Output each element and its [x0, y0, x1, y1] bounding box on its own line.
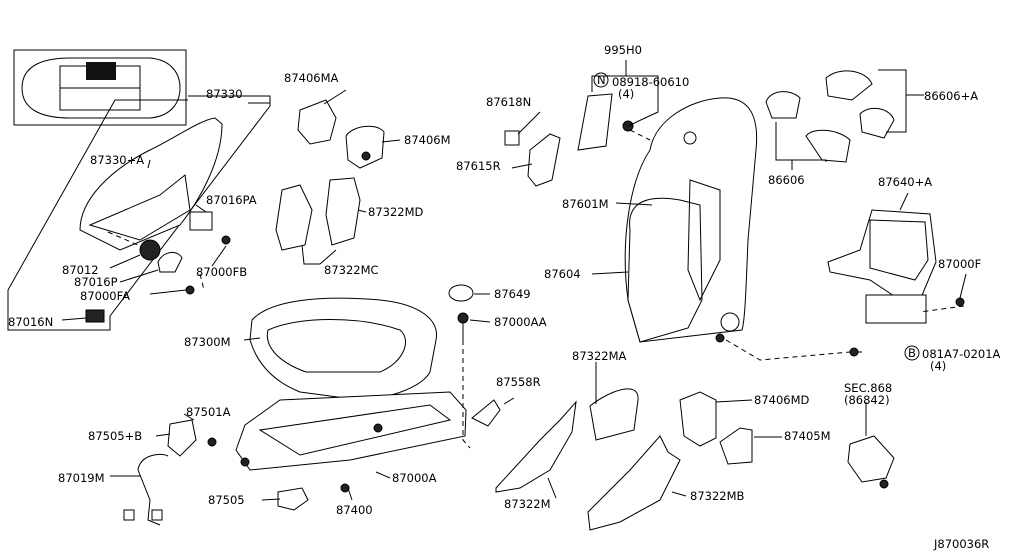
label-87406m: 87406M [404, 133, 451, 147]
label-87016pa: 87016PA [206, 193, 257, 207]
label-87322mc: 87322MC [324, 263, 379, 277]
label-86842: (86842) [844, 393, 890, 407]
label-87016n: 87016N [8, 315, 53, 329]
label-87604: 87604 [544, 267, 581, 281]
label-87322ma: 87322MA [572, 349, 627, 363]
label-87300m: 87300M [184, 335, 231, 349]
label-86606: 86606 [768, 173, 805, 187]
seat-belt-buckle [847, 402, 895, 489]
label-87330: 87330 [206, 87, 243, 101]
label-n-marker: N [597, 73, 606, 87]
label-87505-b: 87505+B [88, 429, 142, 443]
label-081a7-qty: (4) [930, 359, 946, 373]
label-87019m: 87019M [58, 471, 105, 485]
label-87505: 87505 [208, 493, 245, 507]
lower-side-covers [471, 362, 782, 531]
module-995h0 [577, 60, 659, 151]
label-995h0: 995H0 [604, 43, 642, 57]
part-number-labels: 87330 87330+A 87016PA 87012 87000FB 8701… [8, 43, 1001, 551]
seatback-panel-group [827, 192, 967, 357]
label-87501a: 87501A [186, 405, 231, 419]
label-87406ma: 87406MA [284, 71, 339, 85]
label-87640-a: 87640+A [878, 175, 932, 189]
upper-right-parts [765, 69, 924, 170]
label-87322m: 87322M [504, 497, 551, 511]
label-87405m: 87405M [784, 429, 831, 443]
label-87322md: 87322MD [368, 205, 424, 219]
label-87012: 87012 [62, 263, 99, 277]
label-87649: 87649 [494, 287, 531, 301]
label-08918-qty: (4) [618, 87, 634, 101]
leader-dashed-lines [107, 129, 965, 449]
label-86606-a: 86606+A [924, 89, 978, 103]
label-87000a: 87000A [392, 471, 437, 485]
label-87000fb: 87000FB [196, 265, 247, 279]
label-87000fa: 87000FA [80, 289, 130, 303]
seat-cushion-group [235, 297, 467, 501]
upper-brackets-group [275, 89, 401, 265]
label-87618n: 87618N [486, 95, 531, 109]
label-87016p: 87016P [74, 275, 118, 289]
label-87000f: 87000F [938, 257, 981, 271]
seat-back-frame-group [7, 95, 271, 331]
label-87400: 87400 [336, 503, 373, 517]
car-top-view-icon [13, 49, 187, 126]
label-87330-a: 87330+A [90, 153, 144, 167]
label-08918-60610: 08918-60610 [612, 75, 689, 89]
label-87322mb: 87322MB [690, 489, 745, 503]
label-87615r: 87615R [456, 159, 501, 173]
label-87558r: 87558R [496, 375, 541, 389]
label-b-marker: B [908, 346, 916, 360]
lower-left-parts [110, 413, 309, 526]
seat-back-group [591, 97, 758, 343]
label-87000aa: 87000AA [494, 315, 547, 329]
diagram-id: J870036R [933, 537, 989, 551]
small-center-parts [448, 111, 561, 340]
label-sec-868: SEC.868 [844, 381, 892, 395]
label-87406md: 87406MD [754, 393, 810, 407]
label-87601m: 87601M [562, 197, 609, 211]
label-081a7-0201a: 081A7-0201A [922, 347, 1001, 361]
